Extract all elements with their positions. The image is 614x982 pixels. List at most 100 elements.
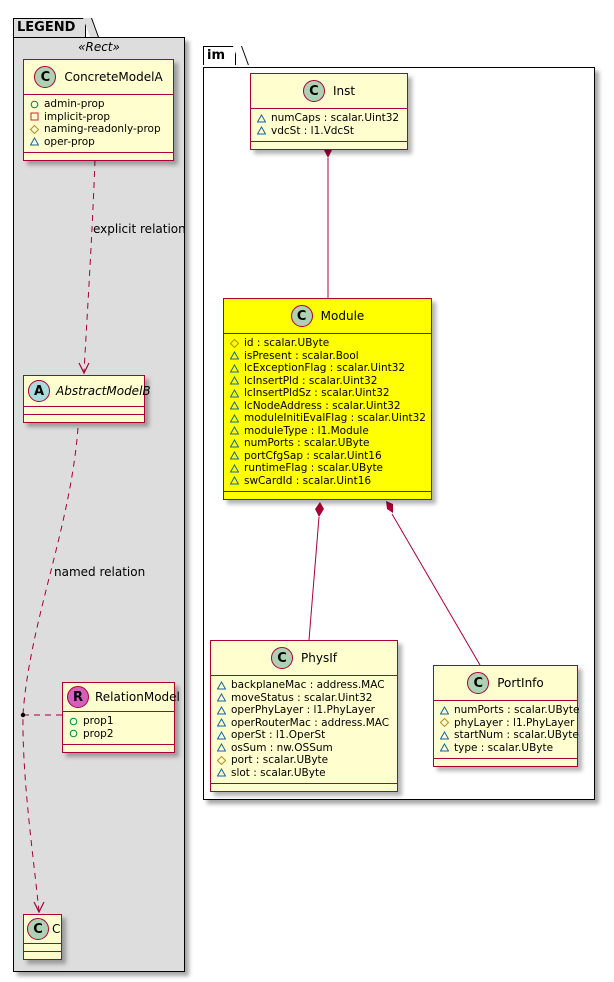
legend-stereotype: «Rect»	[78, 40, 120, 54]
explicit-relation-label: explicit relation	[93, 222, 186, 236]
package-visibility-icon	[217, 730, 226, 740]
im-package-tab: im	[203, 46, 237, 65]
attribute-row: vdcSt : l1.VdcSt	[257, 125, 401, 138]
public-visibility-icon	[30, 100, 39, 109]
attribute-row: phyLayer : l1.PhyLayer	[440, 717, 574, 730]
class-inst[interactable]: C Inst numCaps : scalar.Uint32 vdcSt : l…	[250, 73, 408, 150]
operations-compartment	[434, 759, 577, 766]
class-concrete-model-a[interactable]: C ConcreteModelA admin-prop implicit-pro…	[23, 59, 174, 161]
attribute-row: isPresent : scalar.Bool	[230, 350, 425, 363]
attribute-row: lcInsertPldSz : scalar.Uint32	[230, 387, 425, 400]
class-name: PortInfo	[497, 676, 544, 690]
class-relation-model[interactable]: R RelationModel prop1 prop2	[62, 682, 180, 753]
class-name: Inst	[332, 84, 356, 98]
package-visibility-icon	[440, 743, 449, 752]
class-abstract-model-b[interactable]: A AbstractModelB	[23, 375, 151, 423]
attribute-row: prop2	[69, 728, 168, 741]
package-visibility-icon	[257, 113, 266, 123]
operations-compartment	[251, 142, 407, 149]
attribute-row: operPhyLayer : l1.PhyLayer	[217, 704, 391, 717]
operations-compartment	[63, 745, 174, 752]
attribute-row: swCardId : scalar.Uint16	[230, 475, 425, 488]
legend-package-tab: LEGEND	[13, 18, 87, 37]
attribute-row: slot : scalar.UByte	[217, 767, 391, 780]
class-name: RelationModel	[95, 690, 180, 704]
attribute-row: moduleInitiEvalFlag : scalar.Uint32	[230, 412, 426, 425]
attribute-row: type : scalar.UByte	[440, 742, 571, 755]
attribute-compartment	[24, 407, 144, 415]
attribute-row: lcExceptionFlag : scalar.Uint32	[230, 362, 425, 375]
package-visibility-icon	[217, 743, 226, 752]
relation-junction-dot	[20, 712, 26, 718]
class-c[interactable]: C C	[23, 914, 62, 960]
explicit-relation-arrowhead	[78, 362, 90, 375]
attribute-row: prop1	[69, 715, 168, 728]
attribute-row: oper-prop	[30, 136, 167, 149]
named-relation-arrowhead	[33, 901, 45, 914]
operations-compartment	[211, 784, 397, 791]
attribute-row: id : scalar.UByte	[230, 337, 425, 350]
package-visibility-icon	[440, 730, 449, 740]
module-portinfo-diamond	[386, 501, 393, 513]
package-visibility-icon	[230, 388, 239, 398]
private-visibility-icon	[30, 112, 39, 121]
class-name: C	[52, 922, 61, 936]
package-visibility-icon	[230, 363, 239, 373]
package-visibility-icon	[217, 768, 226, 777]
package-visibility-icon	[217, 693, 226, 702]
attribute-row: startNum : scalar.UByte	[440, 729, 579, 742]
class-icon: C	[271, 647, 294, 669]
attribute-row: moveStatus : scalar.Uint32	[217, 692, 391, 705]
attribute-row: osSum : nw.OSSum	[217, 742, 391, 755]
attribute-row: backplaneMac : address.MAC	[217, 679, 391, 692]
named-relation-label: named relation	[54, 565, 146, 579]
protected-visibility-icon	[217, 755, 226, 765]
package-visibility-icon	[257, 126, 266, 135]
operations-compartment	[24, 952, 61, 959]
attribute-compartment	[24, 944, 61, 952]
module-portinfo-edge	[391, 513, 481, 666]
class-name: PhysIf	[301, 651, 337, 665]
attribute-row: numPorts : scalar.UByte	[440, 704, 579, 717]
class-icon: C	[290, 305, 313, 327]
attribute-row: admin-prop	[30, 98, 167, 111]
protected-visibility-icon	[30, 124, 39, 134]
attribute-list: admin-prop implicit-prop naming-readonly…	[24, 95, 173, 153]
package-visibility-icon	[230, 376, 239, 385]
package-visibility-icon	[217, 680, 226, 690]
public-visibility-icon	[69, 729, 78, 738]
attribute-row: moduleType : l1.Module	[230, 425, 425, 438]
legend-package: «Rect»	[13, 37, 185, 972]
public-visibility-icon	[69, 717, 78, 726]
operations-compartment	[24, 415, 144, 422]
class-icon: C	[302, 80, 325, 102]
class-icon: C	[467, 672, 490, 694]
package-visibility-icon	[230, 401, 239, 410]
relation-class-icon: R	[67, 686, 89, 708]
operations-compartment	[24, 153, 173, 160]
attribute-list: numCaps : scalar.Uint32 vdcSt : l1.VdcSt	[251, 109, 407, 142]
class-icon: C	[34, 66, 57, 88]
protected-visibility-icon	[440, 718, 449, 728]
module-physif-edge	[308, 516, 320, 641]
package-visibility-icon	[230, 451, 239, 460]
attribute-row: port : scalar.UByte	[217, 754, 391, 767]
package-visibility-icon	[217, 718, 226, 727]
attribute-row: numCaps : scalar.Uint32	[257, 112, 401, 125]
explicit-relation-edge	[83, 159, 96, 373]
attribute-row: naming-readonly-prop	[30, 123, 167, 136]
package-visibility-icon	[230, 426, 239, 435]
class-name: AbstractModelB	[56, 384, 151, 398]
module-physif-diamond	[315, 502, 324, 517]
attribute-row: lcInsertPld : scalar.Uint32	[230, 375, 425, 388]
protected-visibility-icon	[230, 338, 239, 348]
package-visibility-icon	[230, 413, 239, 423]
attribute-row: implicit-prop	[30, 111, 167, 124]
named-relation-edge	[22, 427, 79, 913]
